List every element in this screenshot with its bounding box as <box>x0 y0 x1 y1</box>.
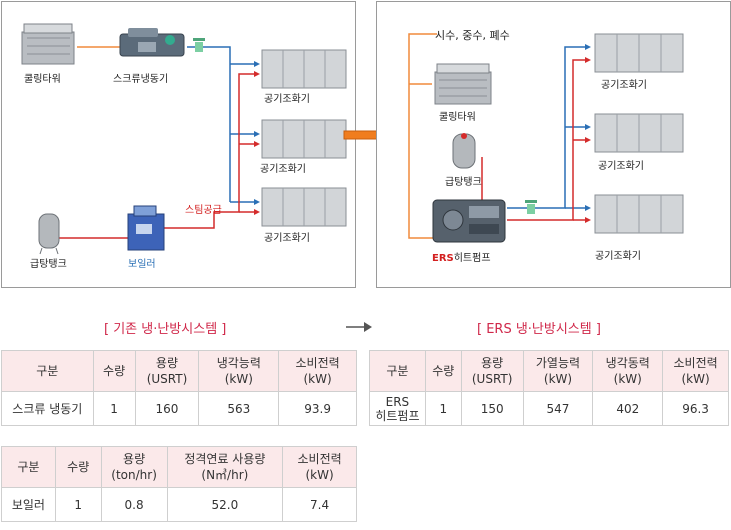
table-cell: 547 <box>522 391 594 426</box>
air-handler-icon <box>261 187 347 227</box>
chiller-spec-table: 구분 수량 용량 (USRT) 냉각능력 (kW) 소비전력 (kW) 스크류 … <box>1 350 357 426</box>
arrow-heads <box>585 44 591 223</box>
ers-system-diagram: 시수, 중수, 폐수 쿨링타워 급탕탱크 ERS히트펌프 공기조화기 공기조화기… <box>376 1 731 288</box>
air-handler-1-label: 공기조화기 <box>601 80 647 91</box>
table-header: 소비전력 (kW) <box>282 446 357 488</box>
table-header: 용량 (ton/hr) <box>100 446 168 488</box>
table-header: 냉각능력 (kW) <box>198 350 280 392</box>
hot-water-tank-icon <box>38 213 60 255</box>
table-header: 냉각동력 (kW) <box>592 350 664 392</box>
table-cell: 93.9 <box>278 391 357 426</box>
table-cell: 1 <box>92 391 136 426</box>
heat-pump-suffix: 히트펌프 <box>453 253 491 264</box>
table-header: 소비전력 (kW) <box>278 350 357 392</box>
cooling-tower-icon <box>434 63 492 105</box>
air-handler-2-label: 공기조화기 <box>260 164 306 175</box>
boiler-spec-table: 구분 수량 용량 (ton/hr) 정격연료 사용량 (N㎥/hr) 소비전력 … <box>1 446 357 522</box>
table-cell: 96.3 <box>662 391 729 426</box>
air-handler-1-label: 공기조화기 <box>264 94 310 105</box>
table-cell: 150 <box>460 391 524 426</box>
table-cell: 52.0 <box>166 487 284 522</box>
screw-chiller-label: 스크류냉동기 <box>113 74 169 85</box>
steam-supply-label: 스팀공급 <box>185 205 222 216</box>
hot-water-tank-label: 급탕탱크 <box>445 177 482 188</box>
table-header: 구분 <box>1 350 94 392</box>
table-header: 구분 <box>369 350 426 392</box>
table-header: 소비전력 (kW) <box>662 350 729 392</box>
table-header: 수량 <box>54 446 102 488</box>
table-cell: ERS 히트펌프 <box>369 391 426 426</box>
table-header: 수량 <box>92 350 136 392</box>
ers-heat-pump-label: ERS히트펌프 <box>432 249 491 264</box>
water-source-label: 시수, 중수, 폐수 <box>435 29 510 42</box>
air-handler-icon <box>261 119 347 159</box>
existing-system-title: [ 기존 냉·난방시스템 ] <box>104 322 227 337</box>
gray-arrow-icon <box>346 322 372 332</box>
cooling-tower-label: 쿨링타워 <box>439 112 476 123</box>
valve-icon <box>193 38 205 52</box>
table-cell: 보일러 <box>1 487 56 522</box>
table-cell: 402 <box>592 391 664 426</box>
table-header: 수량 <box>424 350 462 392</box>
ers-spec-table: 구분 수량 용량 (USRT) 가열능력 (kW) 냉각동력 (kW) 소비전력… <box>369 350 729 426</box>
valve-icon <box>525 200 537 214</box>
cooling-tower-label: 쿨링타워 <box>24 74 61 85</box>
screw-chiller-icon <box>119 28 185 57</box>
table-row: 보일러 1 0.8 52.0 7.4 <box>1 487 357 522</box>
table-row: ERS 히트펌프 1 150 547 402 96.3 <box>369 391 729 426</box>
air-handler-icon <box>594 194 684 234</box>
pipe-lines <box>408 33 585 239</box>
table-cell: 스크류 냉동기 <box>1 391 94 426</box>
hot-water-tank-icon <box>452 133 476 169</box>
table-header: 용량 (USRT) <box>134 350 200 392</box>
air-handler-icon <box>594 33 684 73</box>
cooling-tower-icon <box>21 23 75 65</box>
ers-heat-pump-icon <box>432 199 506 243</box>
ers-prefix: ERS <box>432 253 454 264</box>
table-cell: 1 <box>54 487 102 522</box>
air-handler-3-label: 공기조화기 <box>264 233 310 244</box>
air-handler-icon <box>261 49 347 89</box>
table-cell: 0.8 <box>100 487 168 522</box>
air-handler-icon <box>594 113 684 153</box>
table-cell: 7.4 <box>282 487 357 522</box>
existing-system-diagram: 쿨링타워 스크류냉동기 공기조화기 공기조화기 공기조화기 스팀공급 급탕탱크 … <box>1 1 356 288</box>
arrow-heads <box>254 61 260 215</box>
existing-system-drawing <box>21 23 347 255</box>
boiler-icon <box>127 205 165 251</box>
table-header: 정격연료 사용량 (N㎥/hr) <box>166 446 284 488</box>
table-header: 구분 <box>1 446 56 488</box>
table-cell: 1 <box>424 391 462 426</box>
table-cell: 563 <box>198 391 280 426</box>
table-cell: 160 <box>134 391 200 426</box>
ers-system-drawing <box>408 33 684 243</box>
ers-system-title: [ ERS 냉·난방시스템 ] <box>477 322 601 337</box>
table-header: 가열능력 (kW) <box>522 350 594 392</box>
air-handler-2-label: 공기조화기 <box>598 161 644 172</box>
air-handler-3-label: 공기조화기 <box>595 251 641 262</box>
hot-water-tank-label: 급탕탱크 <box>30 259 67 270</box>
boiler-label: 보일러 <box>128 259 156 270</box>
table-header: 용량 (USRT) <box>460 350 524 392</box>
table-row: 스크류 냉동기 1 160 563 93.9 <box>1 391 357 426</box>
